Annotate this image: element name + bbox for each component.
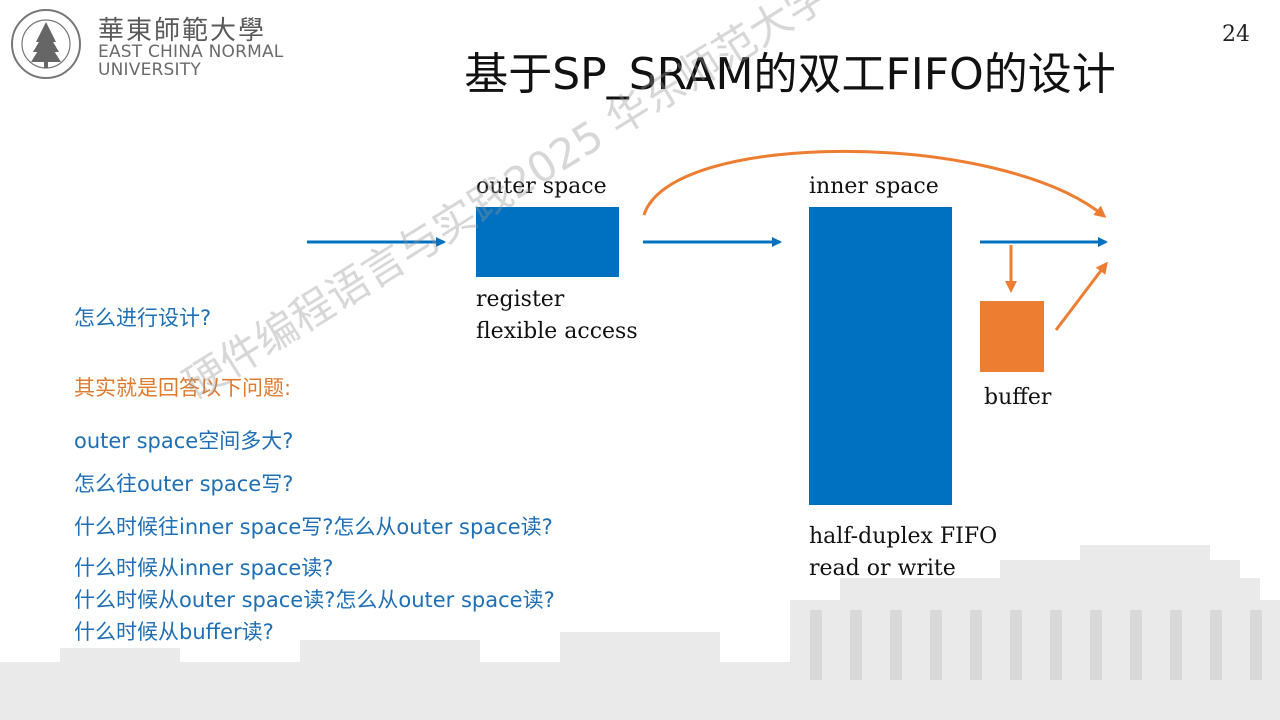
logo-name-en-line2: UNIVERSITY xyxy=(98,60,201,80)
university-seal-icon xyxy=(11,9,81,79)
question-item: 什么时候从buffer读? xyxy=(74,620,274,644)
outer-space-label: outer space xyxy=(476,174,607,199)
question-intro: 怎么进行设计? xyxy=(74,306,212,330)
question-lead: 其实就是回答以下问题: xyxy=(74,376,292,400)
buffer-block xyxy=(980,301,1044,372)
half-duplex-label: half-duplex FIFO xyxy=(809,524,998,549)
outer-space-block xyxy=(476,207,619,277)
register-label: register xyxy=(476,287,565,312)
university-logo: 華東師範大學 EAST CHINA NORMAL UNIVERSITY xyxy=(10,6,290,82)
inner-space-label: inner space xyxy=(809,174,939,199)
buffer-label: buffer xyxy=(984,385,1052,410)
question-item: 什么时候往inner space写?怎么从outer space读? xyxy=(74,515,553,539)
question-item: 怎么往outer space写? xyxy=(74,472,294,496)
question-item: 什么时候从outer space读?怎么从outer space读? xyxy=(74,588,555,612)
buffer-out-arrow xyxy=(1054,261,1108,331)
logo-name-en-line1: EAST CHINA NORMAL xyxy=(98,42,284,62)
inner-space-block xyxy=(809,207,952,505)
bypass-arc-arrow xyxy=(642,149,1107,218)
logo-name-cn: 華東師範大學 xyxy=(98,16,267,46)
read-or-write-label: read or write xyxy=(809,556,956,581)
slide-title: 基于SP_SRAM的双工FIFO的设计 xyxy=(464,49,1116,100)
flexible-access-label: flexible access xyxy=(476,319,638,344)
question-item: outer space空间多大? xyxy=(74,429,294,453)
page-number: 24 xyxy=(1222,22,1250,47)
question-item: 什么时候从inner space读? xyxy=(74,556,334,580)
